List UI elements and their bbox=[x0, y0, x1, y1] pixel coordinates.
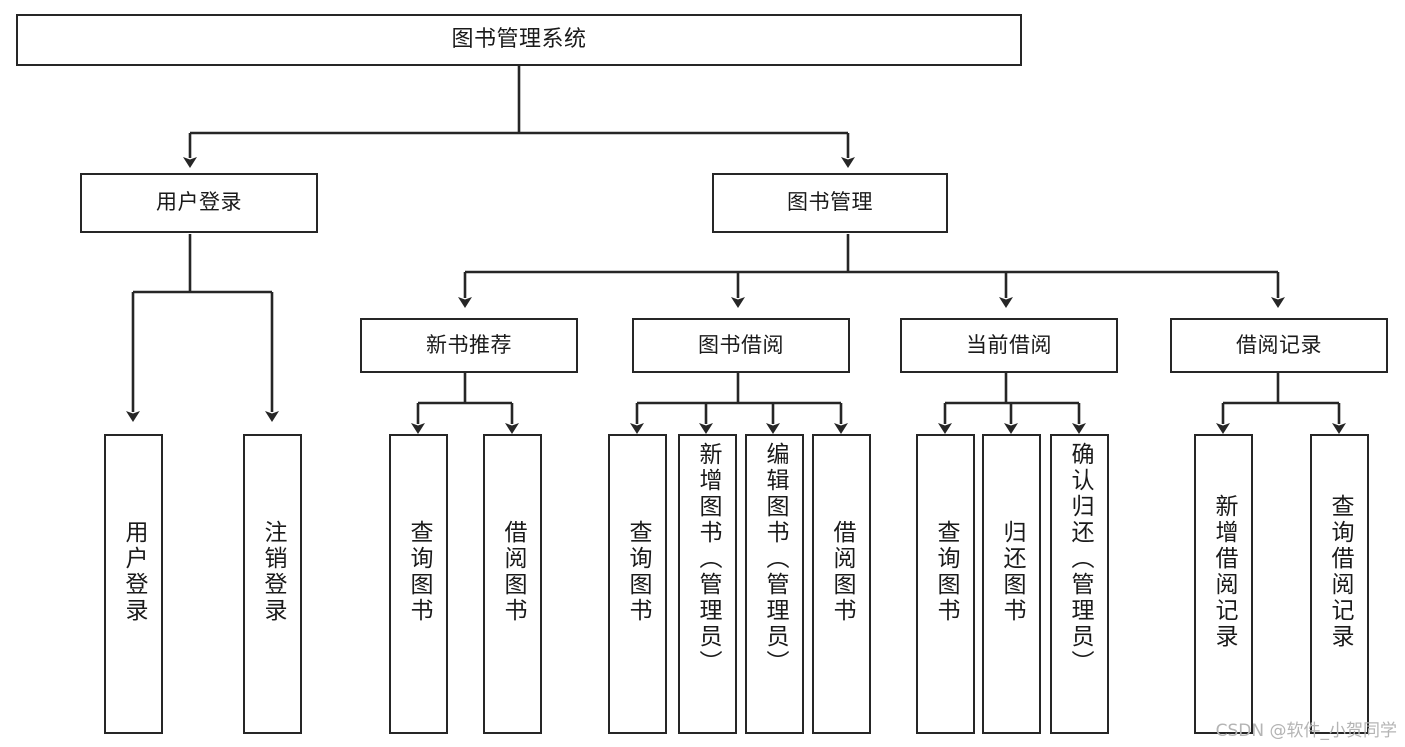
leaf-user-login[interactable]: 用户登录 bbox=[104, 434, 163, 734]
csdn-watermark: CSDN @软件_小贺同学 bbox=[1215, 721, 1397, 741]
leaf-user-login-label: 用户登录 bbox=[121, 520, 147, 624]
leaf-add-record[interactable]: 新增借阅记录 bbox=[1194, 434, 1253, 734]
node-current-borrow-label: 当前借阅 bbox=[966, 332, 1052, 357]
leaf-confirm-return[interactable]: 确认归还（管理员） bbox=[1050, 434, 1109, 734]
leaf-return-book-label: 归还图书 bbox=[999, 520, 1025, 624]
node-book-borrow[interactable]: 图书借阅 bbox=[632, 318, 850, 373]
node-new-book-recommend[interactable]: 新书推荐 bbox=[360, 318, 578, 373]
leaf-edit-book[interactable]: 编辑图书（管理员） bbox=[745, 434, 804, 734]
leaf-borrow-book-2[interactable]: 借阅图书 bbox=[812, 434, 871, 734]
node-borrow-record[interactable]: 借阅记录 bbox=[1170, 318, 1388, 373]
node-root-system[interactable]: 图书管理系统 bbox=[16, 14, 1022, 66]
leaf-query-book-2-label: 查询图书 bbox=[625, 520, 651, 624]
leaf-add-book-label: 新增图书（管理员） bbox=[695, 442, 721, 676]
leaf-query-book-1[interactable]: 查询图书 bbox=[389, 434, 448, 734]
node-root-system-label: 图书管理系统 bbox=[451, 27, 587, 53]
node-current-borrow[interactable]: 当前借阅 bbox=[900, 318, 1118, 373]
leaf-query-book-1-label: 查询图书 bbox=[406, 520, 432, 624]
leaf-query-book-2[interactable]: 查询图书 bbox=[608, 434, 667, 734]
leaf-confirm-return-label: 确认归还（管理员） bbox=[1067, 442, 1093, 676]
leaf-logout-label: 注销登录 bbox=[260, 520, 286, 624]
node-borrow-record-label: 借阅记录 bbox=[1236, 332, 1322, 357]
leaf-query-record-label: 查询借阅记录 bbox=[1327, 494, 1353, 650]
leaf-logout[interactable]: 注销登录 bbox=[243, 434, 302, 734]
leaf-query-book-3-label: 查询图书 bbox=[933, 520, 959, 624]
leaf-add-record-label: 新增借阅记录 bbox=[1211, 494, 1237, 650]
leaf-query-record[interactable]: 查询借阅记录 bbox=[1310, 434, 1369, 734]
node-user-login-label: 用户登录 bbox=[156, 190, 242, 215]
node-user-login[interactable]: 用户登录 bbox=[80, 173, 318, 233]
leaf-add-book[interactable]: 新增图书（管理员） bbox=[678, 434, 737, 734]
leaf-query-book-3[interactable]: 查询图书 bbox=[916, 434, 975, 734]
node-book-manage[interactable]: 图书管理 bbox=[712, 173, 948, 233]
leaf-edit-book-label: 编辑图书（管理员） bbox=[762, 442, 788, 676]
node-book-manage-label: 图书管理 bbox=[787, 190, 873, 215]
leaf-borrow-book-2-label: 借阅图书 bbox=[829, 520, 855, 624]
node-book-borrow-label: 图书借阅 bbox=[698, 332, 784, 357]
leaf-return-book[interactable]: 归还图书 bbox=[982, 434, 1041, 734]
node-new-book-recommend-label: 新书推荐 bbox=[426, 332, 512, 357]
leaf-borrow-book-1[interactable]: 借阅图书 bbox=[483, 434, 542, 734]
leaf-borrow-book-1-label: 借阅图书 bbox=[500, 520, 526, 624]
